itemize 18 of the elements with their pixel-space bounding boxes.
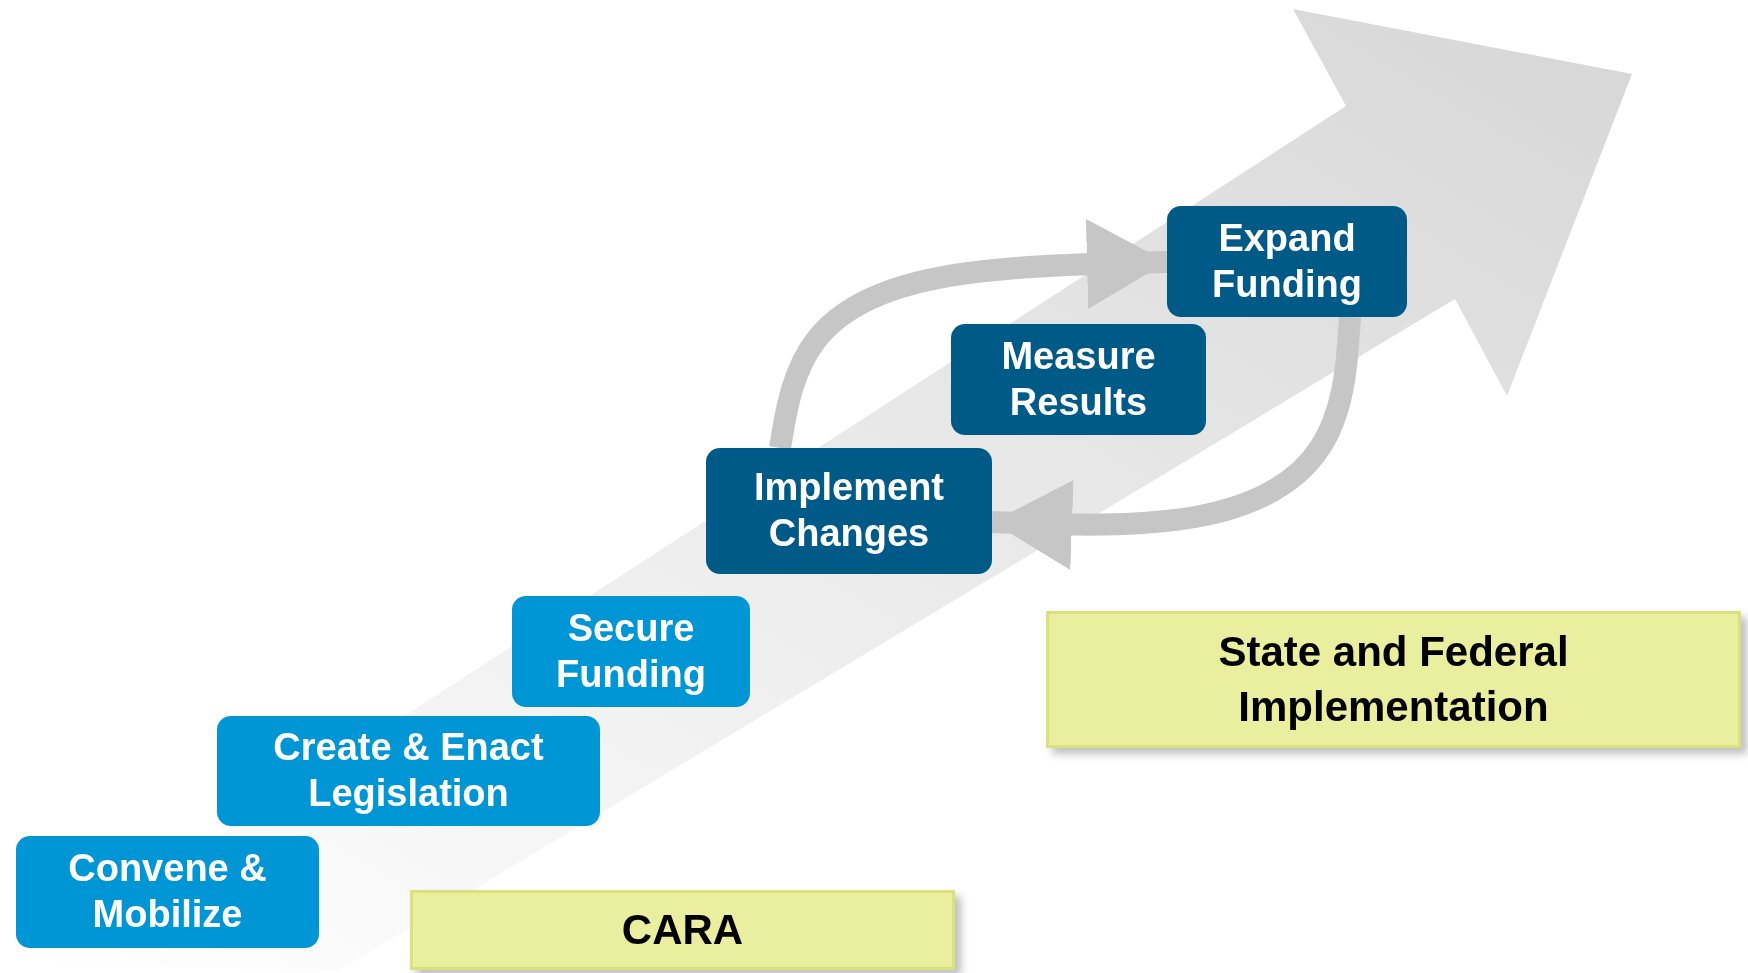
step-label: Convene & Mobilize <box>67 846 268 937</box>
curved-arrow <box>991 316 1361 570</box>
step-box <box>217 716 600 826</box>
step-box <box>16 836 319 948</box>
step-box <box>1167 206 1407 317</box>
phase-banner <box>410 890 955 970</box>
step-box <box>951 324 1206 435</box>
step-label: Secure Funding <box>555 605 707 697</box>
step-box <box>706 448 992 574</box>
curved-arrow <box>769 218 1168 450</box>
step-label: Measure Results <box>1000 333 1157 425</box>
step-label: CARA <box>621 904 744 955</box>
step-label: Create & Enact Legislation <box>272 725 545 816</box>
phase-banner <box>1046 611 1741 748</box>
step-label: State and Federal Implementation <box>1217 626 1570 732</box>
step-label: Expand Funding <box>1211 215 1363 307</box>
step-box <box>512 596 750 707</box>
step-label: Implement Changes <box>752 465 945 556</box>
